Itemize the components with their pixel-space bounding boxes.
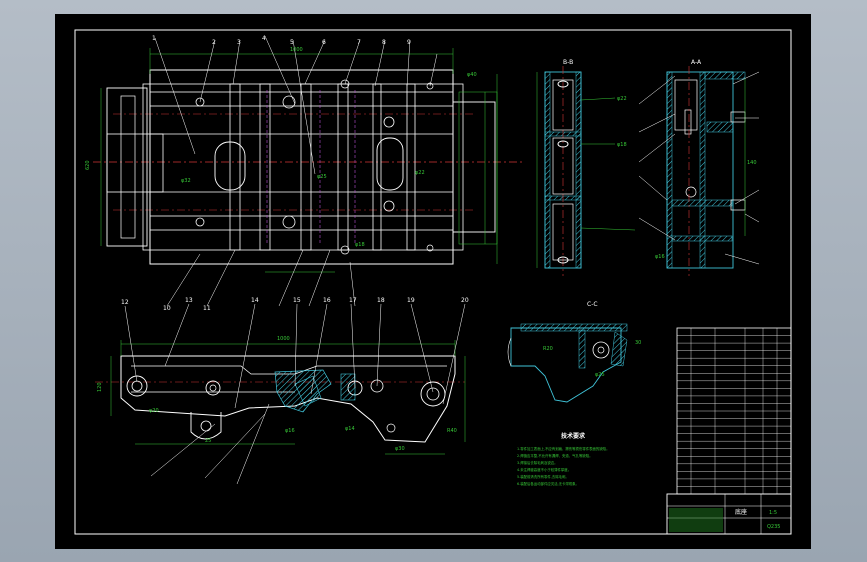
svg-text:2: 2: [212, 39, 216, 46]
svg-text:φ16: φ16: [285, 428, 295, 434]
title-block: 底座 1:5 Q235: [666, 493, 792, 535]
svg-text:φ25: φ25: [595, 372, 605, 378]
svg-text:140: 140: [747, 160, 757, 166]
tech-note: 3.焊接后去除毛刺及锐边。: [517, 460, 558, 465]
drawing-frame: [74, 29, 792, 535]
svg-text:14: 14: [251, 297, 259, 304]
svg-text:30: 30: [635, 340, 641, 346]
svg-text:10: 10: [163, 305, 171, 312]
section-c-label: C-C: [587, 301, 598, 308]
svg-text:7: 7: [357, 39, 361, 46]
svg-text:3: 3: [237, 39, 241, 46]
svg-text:φ18: φ18: [617, 142, 627, 148]
drawing-material: Q235: [767, 524, 780, 530]
section-b-label: B-B: [563, 59, 573, 66]
svg-text:620: 620: [85, 160, 91, 170]
svg-text:φ25: φ25: [317, 174, 327, 180]
tech-note: 1.零件加工表面上,不应有划痕、擦伤等损伤零件表面的缺陷。: [517, 446, 609, 451]
svg-text:15: 15: [293, 297, 301, 304]
section-b-b: B-B φ22 φ18: [536, 59, 636, 276]
svg-text:19: 19: [407, 297, 415, 304]
tech-note: 6.装配后各运动部件应灵活,无卡滞现象。: [517, 481, 579, 486]
drawing-name: 底座: [735, 508, 747, 516]
svg-text:16: 16: [323, 297, 331, 304]
svg-text:13: 13: [185, 297, 193, 304]
svg-text:1000: 1000: [290, 47, 303, 53]
svg-text:R40: R40: [447, 428, 457, 434]
svg-text:18: 18: [377, 297, 385, 304]
svg-text:5: 5: [290, 39, 294, 46]
svg-text:φ32: φ32: [181, 178, 191, 184]
section-c-c: C-C R20 φ25 30: [507, 301, 641, 403]
svg-text:R20: R20: [543, 346, 553, 352]
svg-text:φ22: φ22: [617, 96, 627, 102]
tech-note: 5.装配前清洗所有零件,去除毛刺。: [517, 474, 569, 479]
tech-note: 4.未注焊缝高度不小于较薄件厚度。: [517, 467, 571, 472]
svg-text:25: 25: [205, 438, 211, 444]
tech-notes-title: 技术要求: [561, 432, 586, 440]
svg-text:φ40: φ40: [467, 72, 477, 78]
section-a-label: A-A: [691, 59, 702, 66]
front-view: 12 13 14 15 16 17 18 19 20 1000 120 φ20 25 φ16 φ1…: [95, 297, 469, 485]
svg-text:20: 20: [461, 297, 469, 304]
svg-text:φ16: φ16: [655, 254, 665, 260]
section-a-a: A-A 140 φ16: [638, 59, 760, 276]
svg-text:120: 120: [97, 382, 103, 392]
svg-text:φ20: φ20: [149, 408, 159, 414]
svg-text:8: 8: [382, 39, 386, 46]
svg-text:1: 1: [152, 35, 156, 42]
svg-text:6: 6: [322, 39, 326, 46]
svg-text:1000: 1000: [277, 336, 290, 342]
svg-text:11: 11: [203, 305, 211, 312]
parts-list: [676, 327, 792, 495]
svg-text:17: 17: [349, 297, 357, 304]
svg-text:4: 4: [262, 35, 266, 42]
svg-text:9: 9: [407, 39, 411, 46]
svg-text:φ30: φ30: [395, 446, 405, 452]
tech-note: 2.焊缝应平整,不允许有漏焊、夹渣、气孔等缺陷。: [517, 453, 593, 458]
svg-text:φ22: φ22: [415, 170, 425, 176]
svg-text:12: 12: [121, 299, 129, 306]
technical-requirements: 技术要求 1.零件加工表面上,不应有划痕、擦伤等损伤零件表面的缺陷。 2.焊缝应…: [517, 432, 609, 486]
svg-text:φ18: φ18: [355, 242, 365, 248]
drawing-scale: 1:5: [769, 510, 777, 516]
svg-text:φ14: φ14: [345, 426, 355, 432]
